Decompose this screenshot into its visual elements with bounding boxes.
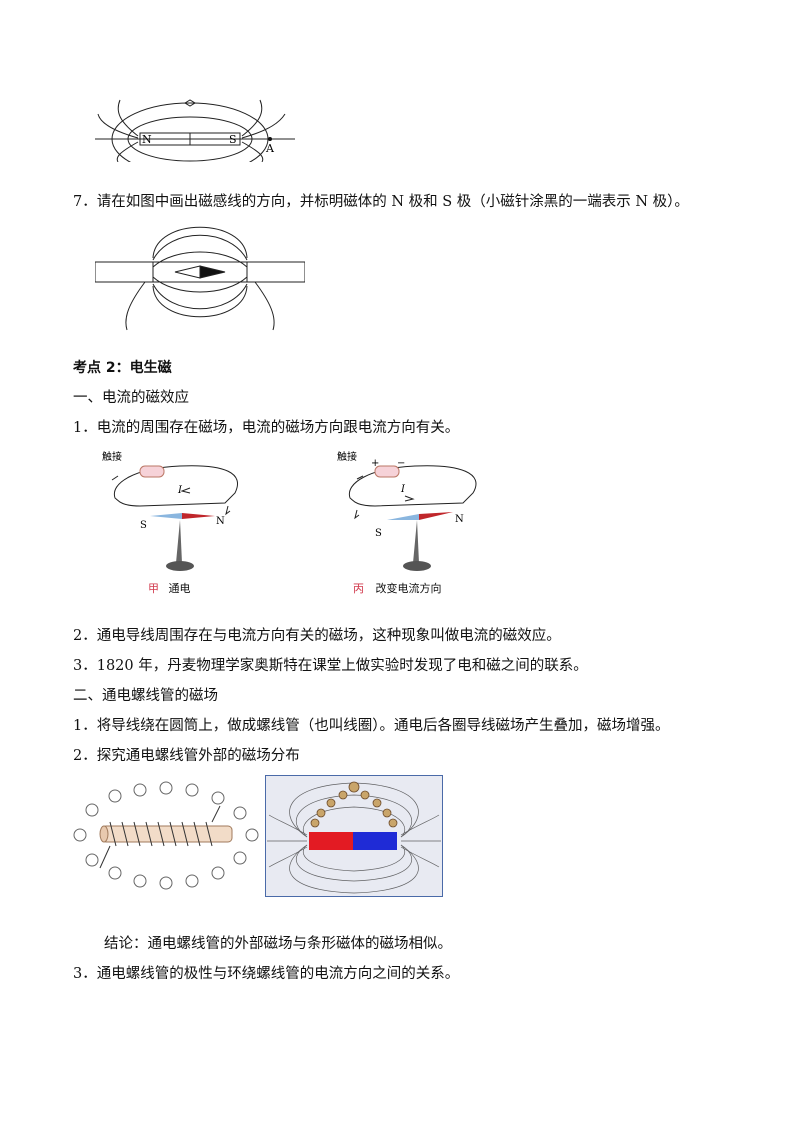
current-label-bing: I <box>400 484 406 495</box>
caption-text-bing: 改变电流方向 <box>375 582 442 595</box>
current-compass-diagram-jia: 触接 I N S <box>102 450 238 571</box>
figure-bing: 触接 + − I N S 丙 改变电流方向 <box>335 448 505 598</box>
iron-filings-photo <box>265 775 443 897</box>
figure-jia: 触接 I N S 甲 通电 <box>100 448 260 598</box>
touch-label-jia: 触接 <box>102 450 122 463</box>
solenoid-compass-figure <box>73 781 259 890</box>
paragraph-1: 1．电流的周围存在磁场，电流的磁场方向跟电流方向有关。 <box>73 420 460 436</box>
plus-label-bing: + <box>371 458 379 469</box>
touch-label-bing: 触接 <box>337 450 357 463</box>
bar-magnet-field-figure: N S A <box>95 99 295 162</box>
subheading-2: 二、通电螺线管的磁场 <box>73 688 218 704</box>
paragraph-2: 2．通电导线周围存在与电流方向有关的磁场，这种现象叫做电流的磁效应。 <box>73 628 561 644</box>
s-label-jia: S <box>140 520 147 531</box>
caption-mark-bing: 丙 <box>353 582 364 595</box>
two-magnets-figure <box>95 226 305 331</box>
minus-label-bing: − <box>397 458 405 469</box>
current-compass-diagram-bing: 触接 + − I N S <box>337 450 477 571</box>
solenoid-point-1: 1．将导线绕在圆筒上，做成螺线管（也叫线圈）。通电后各圈导线磁场产生叠加，磁场增… <box>73 718 670 734</box>
point-a-label: A <box>265 142 275 155</box>
conclusion: 结论：通电螺线管的外部磁场与条形磁体的磁场相似。 <box>104 936 452 952</box>
pole-n-label: N <box>142 133 152 146</box>
n-label-bing: N <box>455 514 464 525</box>
n-label-jia: N <box>216 516 225 527</box>
s-label-bing: S <box>375 528 382 539</box>
caption-mark-jia: 甲 <box>148 582 159 595</box>
caption-text-jia: 通电 <box>168 582 191 595</box>
question-7: 7．请在如图中画出磁感线的方向，并标明磁体的 N 极和 S 极（小磁针涂黑的一端… <box>73 194 689 210</box>
solenoid-point-3: 3．通电螺线管的极性与环绕螺线管的电流方向之间的关系。 <box>73 966 460 982</box>
pole-s-label: S <box>229 133 237 146</box>
section-2-title: 考点 2：电生磁 <box>73 360 172 376</box>
subheading-1: 一、电流的磁效应 <box>73 390 189 406</box>
current-label-jia: I <box>177 485 183 496</box>
paragraph-3: 3．1820 年，丹麦物理学家奥斯特在课堂上做实验时发现了电和磁之间的联系。 <box>73 658 588 674</box>
solenoid-point-2: 2．探究通电螺线管外部的磁场分布 <box>73 748 300 764</box>
